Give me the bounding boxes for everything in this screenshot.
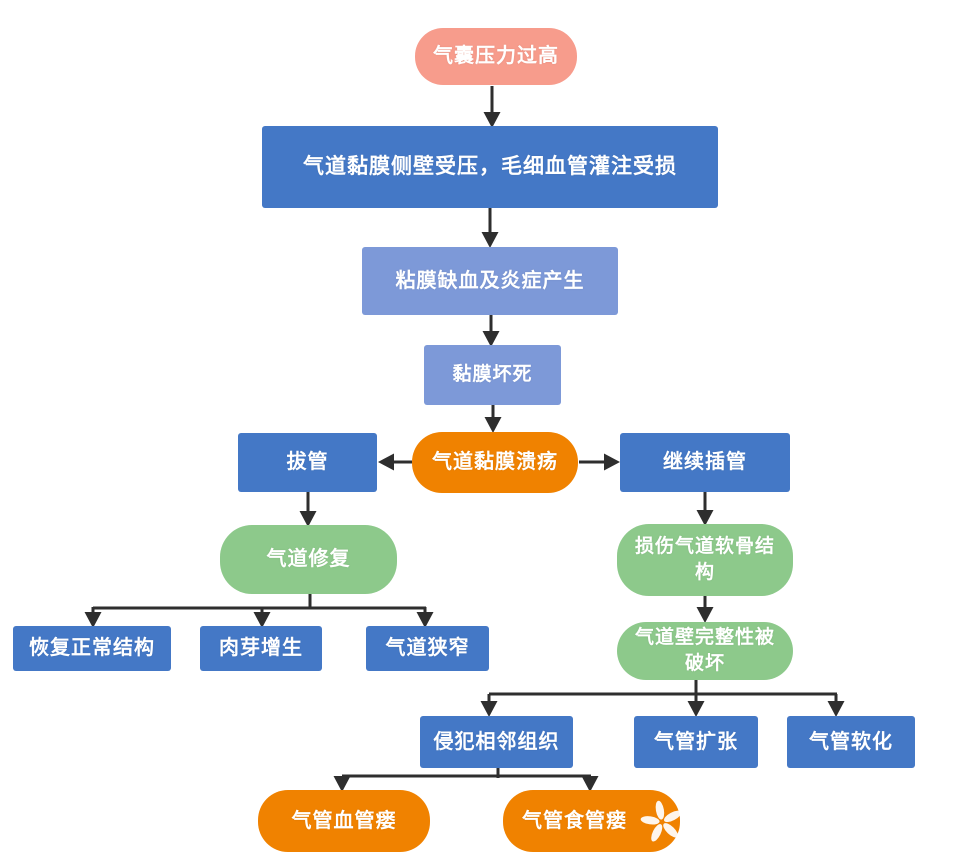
node-extubation: 拔管 (238, 433, 377, 492)
node-wall-integrity-destroyed: 气道壁完整性被破坏 (617, 622, 793, 680)
node-airway-stenosis: 气道狭窄 (366, 626, 489, 671)
node-airway-repair: 气道修复 (220, 525, 397, 594)
node-tracheovascular-fistula: 气管血管瘘 (258, 790, 430, 852)
node-tracheoesophageal-fistula: 气管食管瘘 (503, 790, 680, 852)
node-tracheal-dilation: 气管扩张 (634, 716, 758, 768)
node-tracheomalacia: 气管软化 (787, 716, 915, 768)
node-cuff-pressure-high: 气囊压力过高 (415, 28, 577, 85)
node-airway-mucosa-ulcer: 气道黏膜溃疡 (412, 432, 578, 493)
node-mucosa-necrosis: 黏膜坏死 (424, 345, 561, 405)
node-invade-adjacent-tissue: 侵犯相邻组织 (420, 716, 573, 768)
node-mucosa-ischemia-inflammation: 粘膜缺血及炎症产生 (362, 247, 618, 315)
node-mucosa-wall-compressed: 气道黏膜侧壁受压，毛细血管灌注受损 (262, 126, 718, 208)
node-cartilage-structure-damage: 损伤气道软骨结构 (617, 524, 793, 596)
node-continued-intubation: 继续插管 (620, 433, 790, 492)
node-granulation-hyperplasia: 肉芽增生 (200, 626, 322, 671)
node-restore-normal-structure: 恢复正常结构 (13, 626, 171, 671)
